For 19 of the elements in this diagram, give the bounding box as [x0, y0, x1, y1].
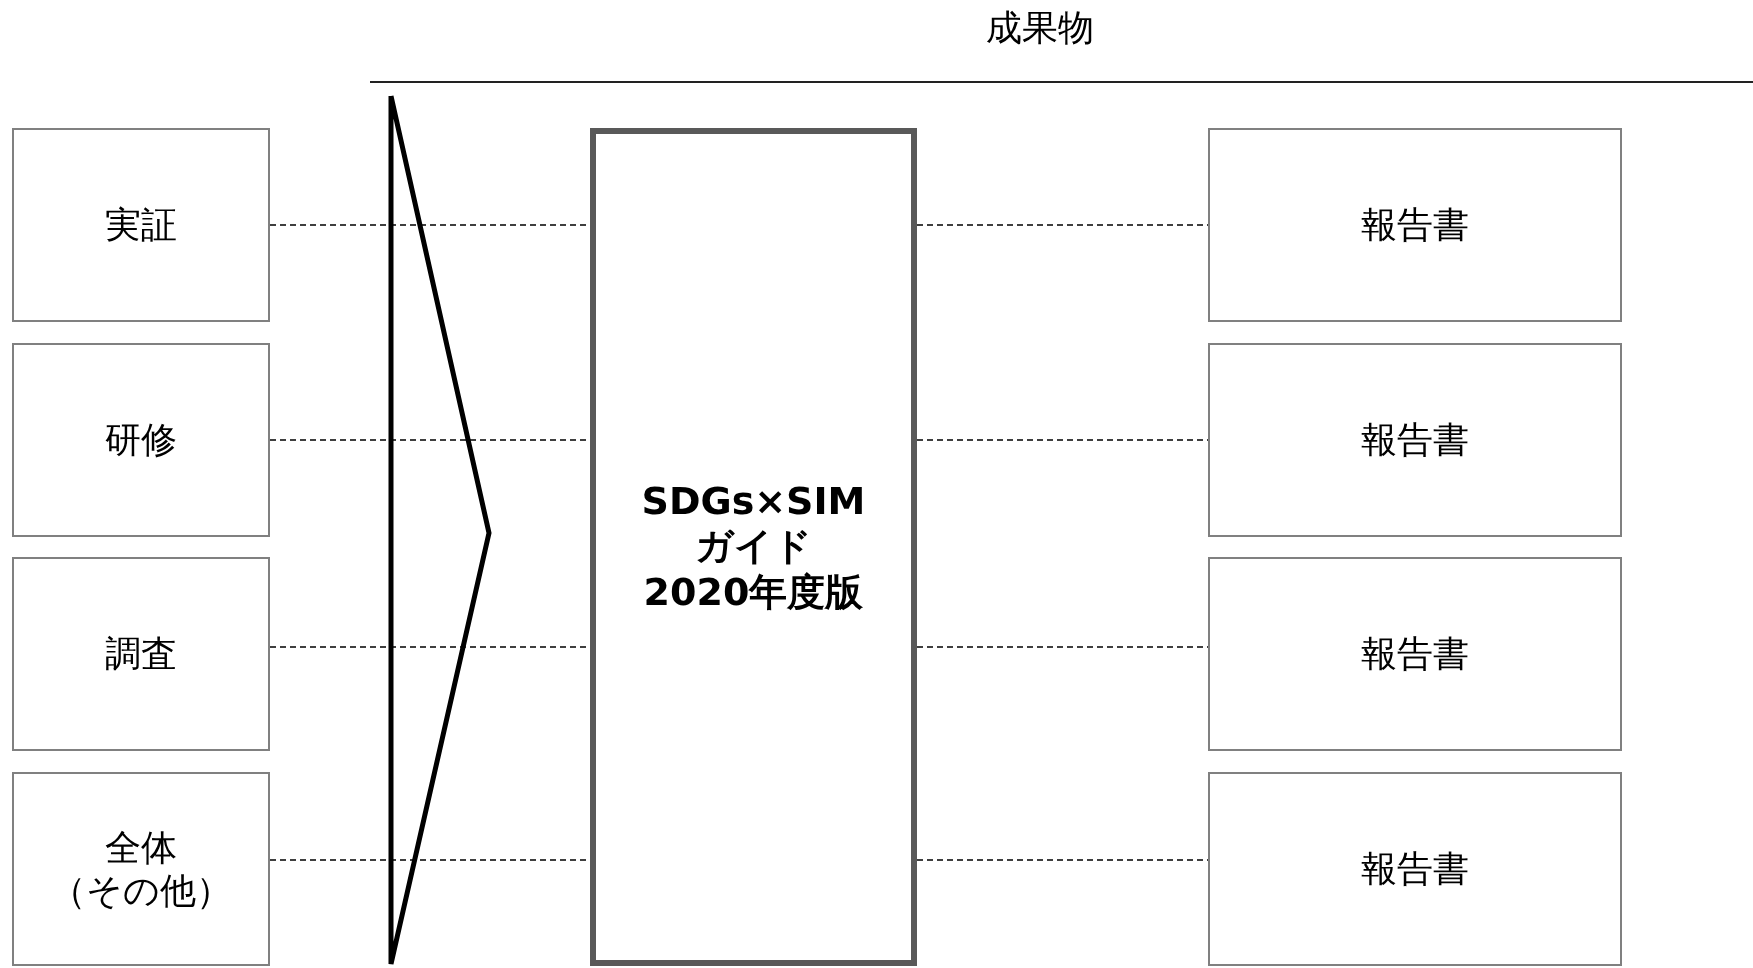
box-label: 調査 — [104, 632, 178, 676]
category-box — [1208, 772, 1622, 966]
box-label: 報告書 — [1360, 847, 1470, 891]
box-label: 研修 — [104, 418, 178, 462]
guide-title: SDGs×SIM ガイド 2020年度版 — [640, 478, 867, 616]
category-box — [12, 557, 270, 751]
category-box — [1208, 128, 1622, 322]
category-box — [1208, 557, 1622, 751]
title: 成果物 — [985, 6, 1095, 50]
box-label: 全体（その他） — [49, 825, 233, 913]
category-box — [1208, 343, 1622, 537]
category-box — [12, 128, 270, 322]
guide-box — [590, 128, 917, 966]
category-box — [12, 343, 270, 537]
box-label: 実証 — [104, 203, 178, 247]
box-label: 報告書 — [1360, 418, 1470, 462]
category-box — [12, 772, 270, 966]
box-label: 報告書 — [1360, 632, 1470, 676]
box-label: 報告書 — [1360, 203, 1470, 247]
